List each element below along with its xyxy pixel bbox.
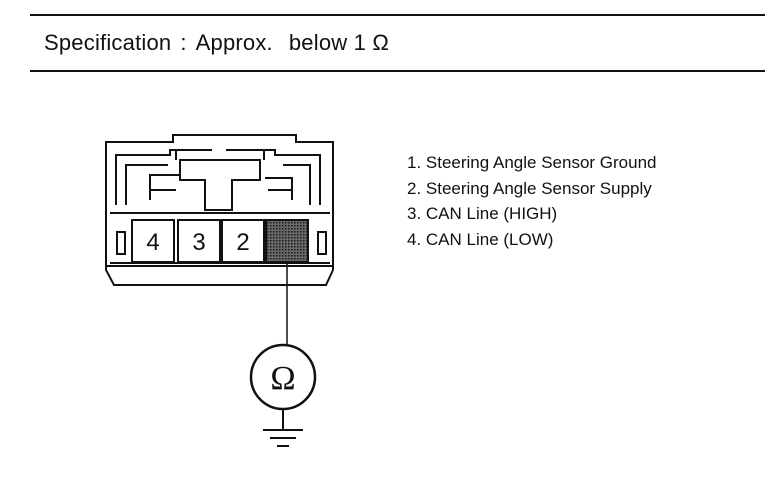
ground-symbol-icon (263, 409, 303, 447)
connector-pin-4-cell (131, 219, 175, 263)
legend-item: 1. Steering Angle Sensor Ground (407, 153, 657, 172)
ohm-symbol-icon: Ω (270, 360, 295, 397)
header-top-rule (30, 14, 765, 16)
connector-pin-1-cell-shaded (265, 219, 309, 263)
connector-pin-4-label: 4 (146, 229, 159, 256)
connector-pin-2-cell (221, 219, 265, 263)
spec-label: Specification (44, 30, 172, 55)
connector-pin-3-label: 3 (192, 229, 205, 256)
spec-approx: Approx. (195, 30, 273, 55)
ohmmeter: Ω (249, 343, 317, 411)
legend-item: 4. CAN Line (LOW) (407, 229, 554, 249)
specification-line: Specification: Approx. below 1 Ω (44, 30, 389, 56)
pin-legend: 1. Steering Angle Sensor Ground 2. Steer… (407, 150, 657, 252)
legend-item: 3. CAN Line (HIGH) (407, 204, 558, 223)
legend-item: 2. Steering Angle Sensor Supply (407, 178, 652, 198)
connector-pin-2-label: 2 (236, 229, 249, 256)
connector-pin-3-cell (177, 219, 221, 263)
spec-value: below 1 Ω (288, 30, 390, 55)
spec-separator: : (180, 30, 187, 55)
connector-pins: 4 3 2 (131, 219, 309, 263)
header-bottom-rule (30, 70, 765, 72)
